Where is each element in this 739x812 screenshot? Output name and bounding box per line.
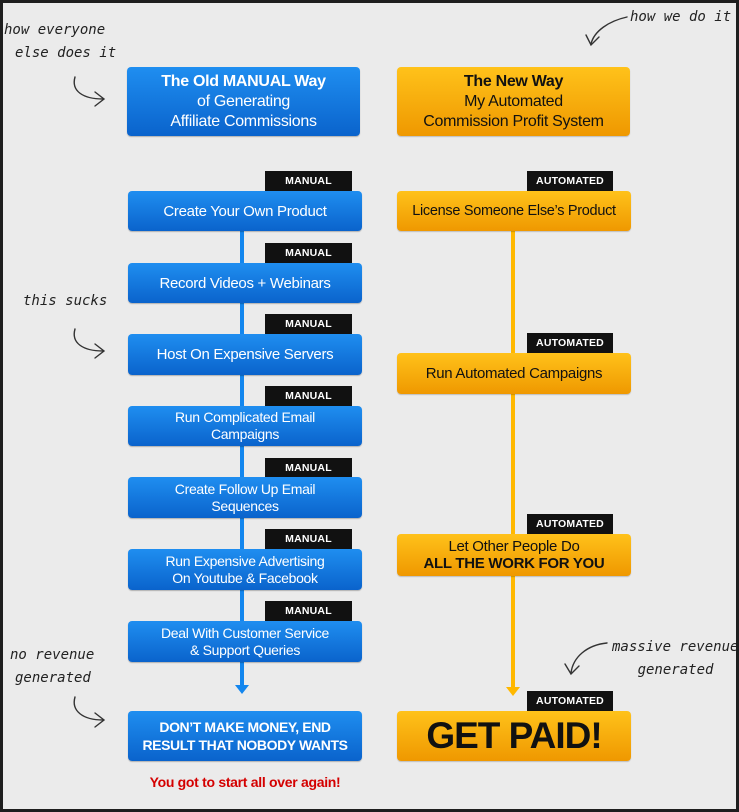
automated-flow-arrowhead (506, 687, 520, 696)
note-how-we: how we do it (630, 9, 732, 25)
get-paid-box: GET PAID! (397, 711, 631, 761)
new-way-header: The New Way My Automated Commission Prof… (397, 67, 630, 136)
manual-tag-3: MANUAL (265, 314, 352, 334)
old-way-header: The Old MANUAL Way of Generating Affilia… (127, 67, 360, 136)
automated-step: License Someone Else’s Product (397, 191, 631, 231)
automated-tag-3: AUTOMATED (527, 514, 613, 534)
note-this-sucks: this sucks (23, 293, 108, 309)
manual-tag-6: MANUAL (265, 529, 352, 549)
manual-step: Record Videos + Webinars (128, 263, 362, 303)
manual-step: Run Complicated Email Campaigns (128, 406, 362, 446)
manual-step: Deal With Customer Service & Support Que… (128, 621, 362, 662)
comparison-diagram: how everyone else does it how we do it t… (3, 3, 736, 809)
manual-result-box: DON’T MAKE MONEY, END RESULT THAT NOBODY… (128, 711, 362, 761)
annotation-arrows (73, 16, 628, 728)
manual-tag-7: MANUAL (265, 601, 352, 621)
manual-step: Create Your Own Product (128, 191, 362, 231)
manual-step: Create Follow Up Email Sequences (128, 477, 362, 518)
automated-step: Run Automated Campaigns (397, 353, 631, 394)
manual-step: Run Expensive Advertising On Youtube & F… (128, 549, 362, 590)
note-how-everyone: how everyone else does it (4, 22, 117, 62)
note-no-revenue: no revenue generated (10, 647, 95, 687)
automated-tag-4: AUTOMATED (527, 691, 613, 711)
footer-warning: You got to start all over again! (149, 774, 341, 790)
manual-tag-5: MANUAL (265, 458, 352, 478)
automated-step: Let Other People Do ALL THE WORK FOR YOU (397, 534, 631, 576)
automated-tag-1: AUTOMATED (527, 171, 613, 191)
note-massive-revenue: massive revenue generated (612, 639, 736, 679)
manual-tag-1: MANUAL (265, 171, 352, 191)
manual-flow-line (240, 231, 244, 685)
automated-tag-2: AUTOMATED (527, 333, 613, 353)
manual-tag-2: MANUAL (265, 243, 352, 263)
manual-tag-4: MANUAL (265, 386, 352, 406)
automated-flow-line (511, 231, 515, 687)
manual-step: Host On Expensive Servers (128, 334, 362, 375)
manual-flow-arrowhead (235, 685, 249, 694)
